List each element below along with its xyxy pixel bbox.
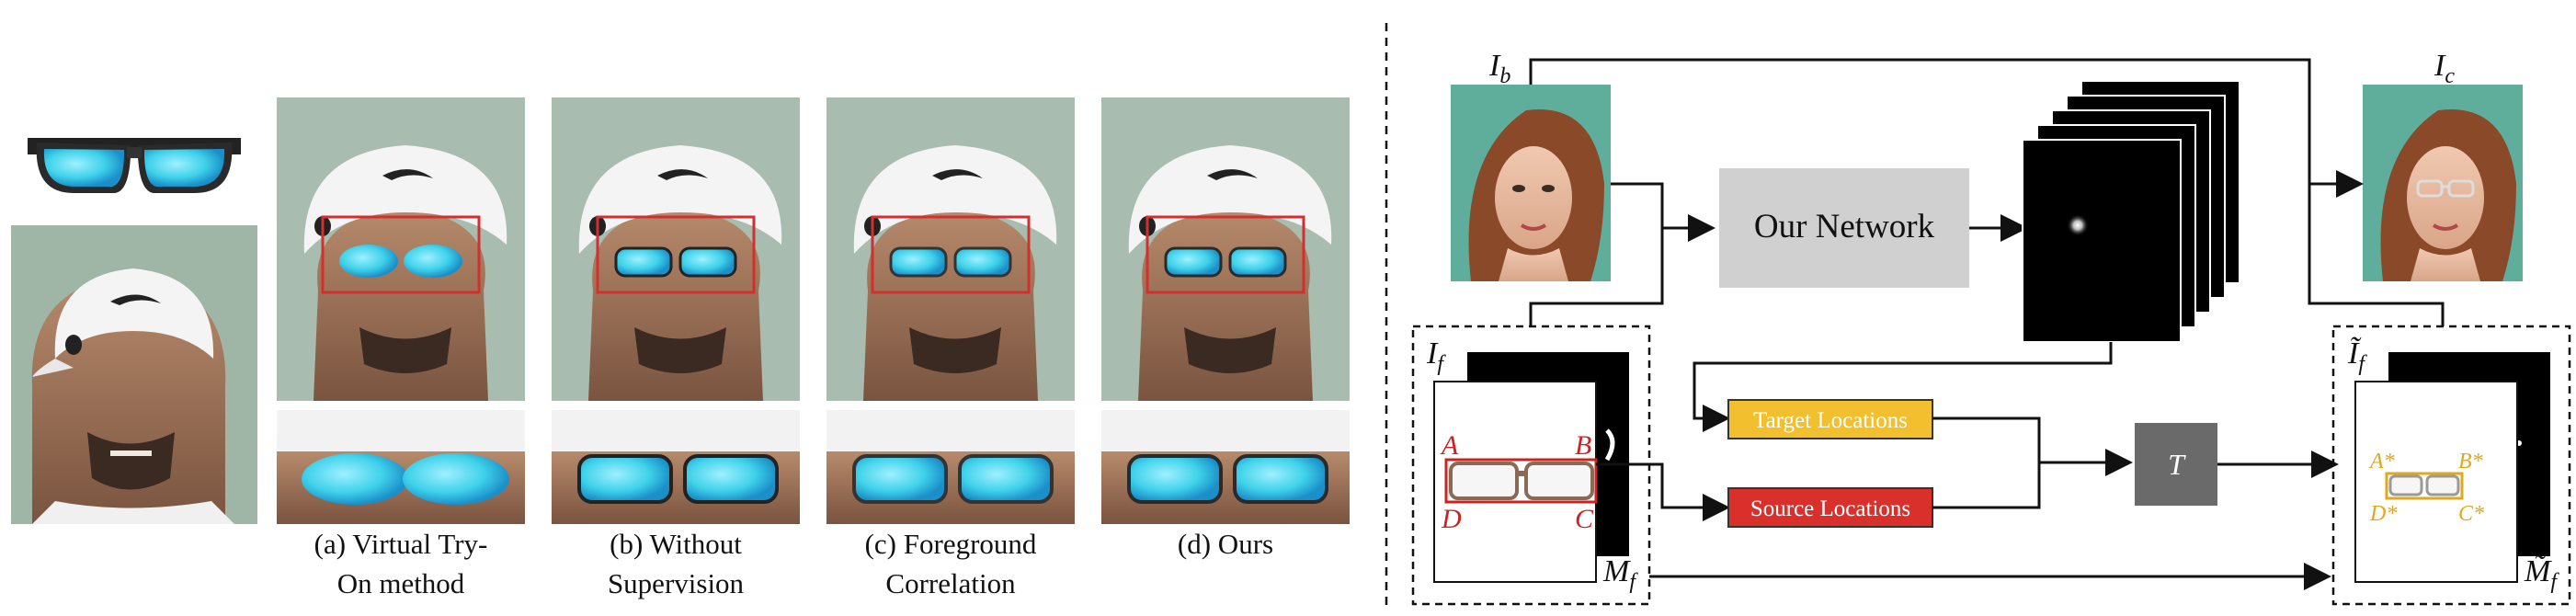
corner-A-star: A* (2368, 450, 2395, 473)
corner-A: A (1440, 430, 1459, 461)
left-panel: (a) Virtual Try- On method (b) Without S… (11, 97, 1350, 599)
right-panel: Ib Ic (1411, 49, 2571, 606)
input-face-photo (11, 225, 257, 524)
heatmap-stack (2022, 80, 2240, 343)
source-locations-box: Source Locations (1727, 487, 1933, 528)
mask-temple-shape (1604, 428, 1615, 462)
connector-target-T (1932, 416, 2041, 462)
target-locations-label: Target Locations (1753, 408, 1908, 433)
connector-heatmap-target (1693, 342, 2113, 432)
corner-B-star: B* (2458, 450, 2483, 473)
crop-d (1101, 410, 1350, 524)
background-image-Ib (1451, 85, 1611, 281)
network-box: Our Network (1719, 168, 1969, 288)
corner-D-star: D* (2369, 502, 2397, 526)
source-locations-label: Source Locations (1750, 496, 1910, 521)
result-column-a (277, 97, 525, 401)
label-If-tilde: Ĩf (2347, 337, 2367, 376)
connector-If-source (1596, 462, 1730, 521)
result-column-b (552, 97, 800, 401)
warped-glasses (2385, 472, 2464, 500)
corner-D: D (1441, 504, 1462, 534)
caption-a-line2: On method (337, 567, 465, 599)
result-column-c (826, 97, 1075, 401)
connector-If-network (1529, 228, 1664, 326)
caption-b-line2: Supervision (608, 567, 745, 599)
output-image-Ic (2363, 85, 2523, 281)
label-Mf: Mf (1602, 554, 1638, 594)
caption-c-line2: Correlation (885, 567, 1016, 599)
label-Mf-tilde: M̃f (2524, 553, 2559, 594)
connector-Ib-top (1529, 58, 2364, 198)
caption-a-line1: (a) Virtual Try- (314, 528, 488, 560)
crop-a (277, 410, 525, 524)
result-column-d (1101, 97, 1350, 401)
crop-b (552, 410, 800, 524)
caption-d-line1: (d) Ours (1178, 528, 1273, 560)
caption-b-line1: (b) Without (610, 528, 742, 560)
sunglasses-product-image (28, 138, 241, 193)
transform-T-box: T (2135, 423, 2217, 506)
crop-c (826, 410, 1075, 524)
transform-T-label: T (2168, 448, 2186, 481)
corner-C: C (1575, 504, 1594, 534)
label-Ib: Ib (1488, 49, 1510, 88)
corner-C-star: C* (2458, 502, 2484, 526)
label-If: If (1426, 337, 1446, 376)
connector-source-T (1932, 462, 2041, 509)
corner-B: B (1575, 430, 1591, 461)
caption-c-line1: (c) Foreground (865, 528, 1037, 560)
connector-Ib-Ift (2308, 184, 2445, 326)
source-glasses (1444, 458, 1598, 504)
connector-Ib-network (1611, 182, 1715, 242)
label-Ic: Ic (2434, 49, 2455, 88)
network-label: Our Network (1754, 208, 1935, 245)
target-locations-box: Target Locations (1727, 399, 1933, 439)
output-group-box (2331, 325, 2571, 606)
